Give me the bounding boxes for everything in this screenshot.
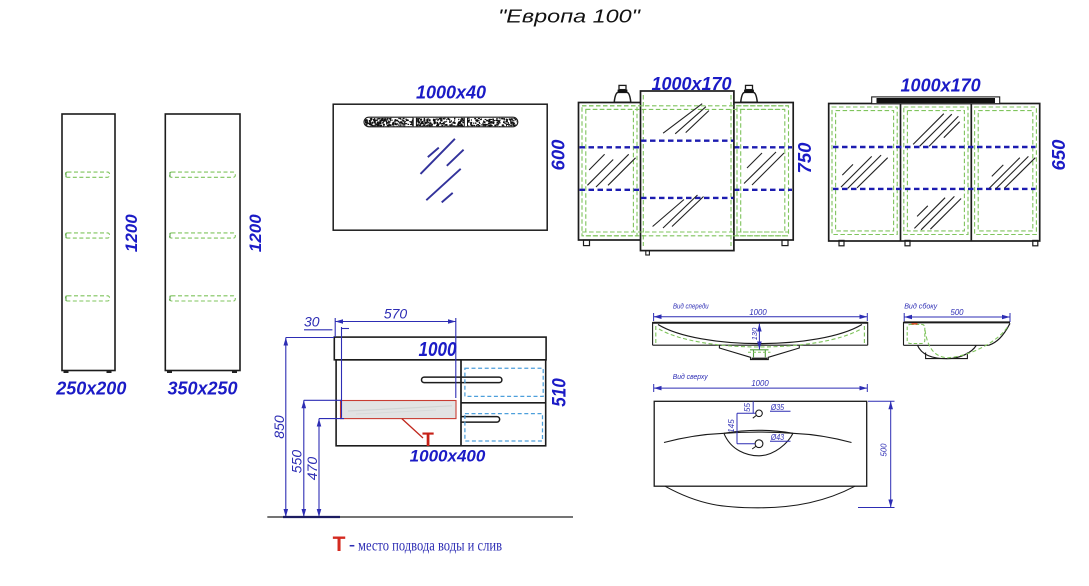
svg-text:1000x170: 1000x170: [901, 76, 981, 96]
svg-text:750: 750: [794, 142, 815, 174]
svg-text:Ø35: Ø35: [770, 403, 785, 412]
svg-text:650: 650: [1048, 139, 1069, 171]
svg-text:1000x170: 1000x170: [651, 74, 731, 94]
svg-text:510: 510: [549, 378, 571, 407]
svg-text:30: 30: [304, 314, 320, 330]
svg-text:"Европа 100": "Европа 100": [498, 5, 642, 26]
svg-text:1200: 1200: [122, 214, 141, 252]
svg-text:Вид сверху: Вид сверху: [673, 372, 708, 381]
svg-text:Вид сбоку: Вид сбоку: [904, 302, 937, 311]
svg-text:1000: 1000: [751, 379, 769, 388]
svg-text:500: 500: [880, 443, 889, 457]
svg-text:600: 600: [547, 139, 568, 171]
svg-text:500: 500: [950, 308, 964, 317]
svg-text:570: 570: [384, 306, 408, 322]
svg-text:1000: 1000: [419, 339, 457, 361]
svg-text:550: 550: [289, 450, 305, 474]
svg-text:Вид спереди: Вид спереди: [673, 302, 709, 311]
svg-text:-: -: [349, 534, 355, 554]
svg-text:1000: 1000: [749, 308, 767, 317]
svg-text:1200: 1200: [246, 214, 265, 252]
svg-text:250x200: 250x200: [55, 378, 126, 398]
svg-text:Т: Т: [422, 430, 434, 451]
svg-text:Ø43: Ø43: [770, 433, 785, 442]
svg-text:130: 130: [750, 327, 759, 340]
svg-text:1000x400: 1000x400: [410, 447, 486, 466]
svg-text:350x250: 350x250: [167, 378, 237, 398]
svg-text:55: 55: [743, 403, 752, 412]
svg-text:1000x40: 1000x40: [416, 83, 486, 103]
svg-text:место подвода воды и слив: место подвода воды и слив: [358, 538, 502, 555]
svg-text:470: 470: [304, 457, 320, 481]
svg-text:145: 145: [727, 419, 736, 433]
svg-text:850: 850: [271, 415, 287, 439]
svg-text:Т: Т: [333, 533, 346, 556]
